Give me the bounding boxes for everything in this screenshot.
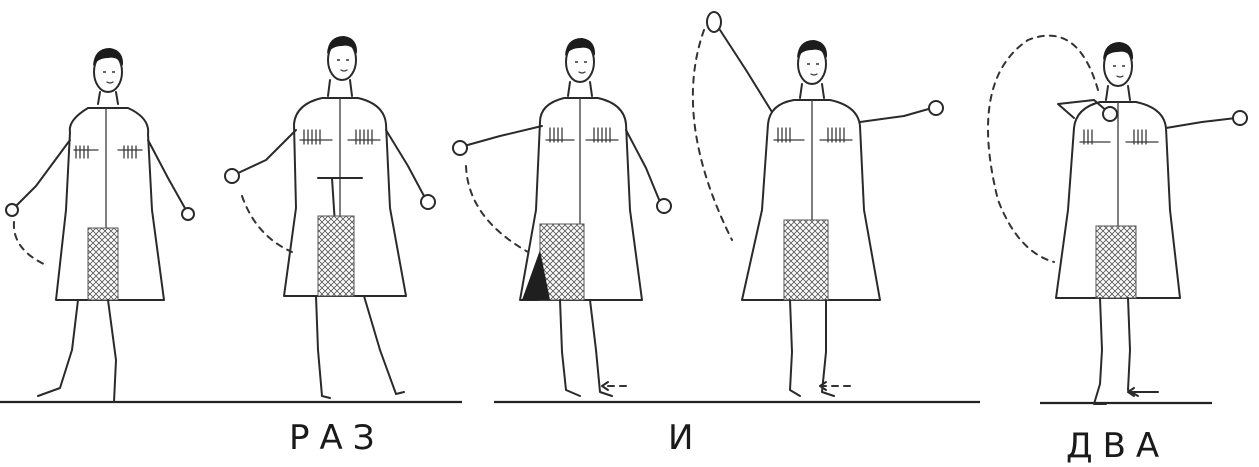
dancer-figure-1 xyxy=(6,48,194,402)
dancer-figure-5 xyxy=(988,36,1247,404)
dancer-figure-4 xyxy=(693,12,943,396)
dancer-figure-3 xyxy=(453,38,671,396)
dancer-figure-2 xyxy=(225,36,435,398)
caption-i: И xyxy=(668,418,703,458)
caption-raz: РАЗ xyxy=(289,418,385,458)
caption-dva: ДВА xyxy=(1066,426,1169,466)
